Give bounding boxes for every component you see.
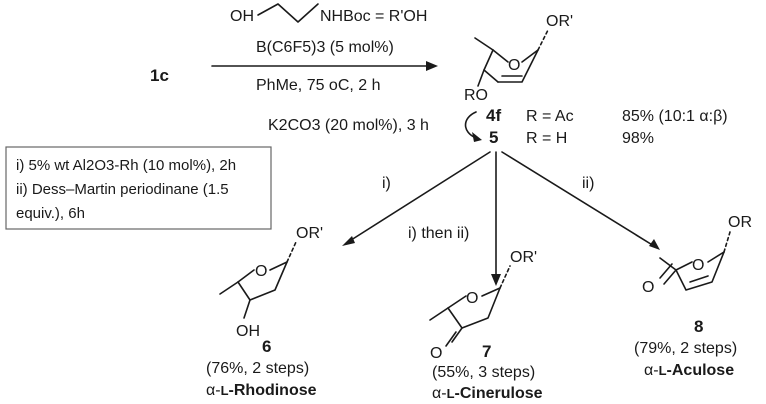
p7-ring-lower — [447, 287, 501, 329]
arrow-to-7-head — [491, 274, 501, 286]
step1-catalyst: B(C6F5)3 (5 mol%) — [256, 39, 394, 56]
c5-ring-o-bond — [492, 49, 509, 63]
p8-c5-o-bond — [675, 261, 693, 271]
p7-or: OR' — [510, 249, 537, 266]
compound-5-r-def: R = H — [526, 130, 567, 147]
p6-oh-bond — [243, 299, 251, 319]
c4-oxygen-bond — [477, 69, 485, 87]
p8-ketone-bond-2 — [659, 263, 673, 279]
p8-ring-lower — [675, 251, 725, 291]
product-8-label: 8 — [694, 317, 703, 336]
reagent-oh: OH — [230, 8, 254, 25]
compound-5-yield: 98% — [622, 130, 654, 147]
propyl-chain-bonds — [257, 3, 319, 23]
arrow-to-8-head — [649, 239, 660, 250]
c5-methyl-bond — [474, 37, 494, 51]
k2co3-arrowhead — [472, 132, 482, 142]
cinerulose-structure: O OR' O — [429, 249, 537, 362]
compound-5-label: 5 — [489, 128, 498, 147]
p6-ring-lower — [237, 261, 288, 301]
p8-o-c1-bond — [707, 251, 725, 263]
step1-arrowhead — [426, 61, 438, 71]
p7-o-c1-bond — [481, 287, 501, 297]
p8-ketone-o: O — [642, 279, 654, 296]
conditions-line-2: ii) Dess–Martin periodinane (1.5 — [16, 181, 229, 198]
p6-c5-o-bond — [237, 269, 255, 283]
p6-methyl-bond — [219, 281, 239, 295]
aculose-structure: O OR O — [642, 214, 752, 296]
product-7-yield: (55%, 3 steps) — [432, 364, 535, 381]
p7-ketone-bond — [451, 327, 463, 343]
arrow-label-middle: i) then ii) — [408, 225, 469, 242]
product-7-name: α-L-Cinerulose — [432, 385, 543, 402]
glycal-anomeric-sub: OR' — [546, 13, 573, 30]
glycal-ring-left — [483, 49, 499, 83]
p6-ring-o: O — [255, 263, 267, 280]
anomeric-wavy-bond — [537, 29, 549, 51]
p7-ring-o: O — [466, 290, 478, 307]
p6-oh: OH — [236, 323, 260, 340]
glycal-ring-lower — [497, 49, 539, 83]
p8-ring-o: O — [692, 257, 704, 274]
p6-anomeric-wavy — [286, 241, 297, 263]
alcohol-reagent: OH NHBoc = R'OH — [230, 3, 427, 25]
product-6-yield: (76%, 2 steps) — [206, 360, 309, 377]
p7-ketone-bond-2 — [445, 331, 457, 347]
reagent-equals-roh: = R'OH — [375, 8, 427, 25]
glycal-c4-sub: RO — [464, 87, 488, 104]
k2co3-conditions: K2CO3 (20 mol%), 3 h — [268, 117, 429, 134]
p8-ketone-bond — [663, 269, 677, 285]
p7-c5-o-bond — [447, 295, 467, 309]
glycal-ring-o: O — [508, 57, 520, 74]
conditions-box — [5, 146, 272, 230]
glycal-structure: O OR' RO — [464, 13, 573, 104]
conditions-line-3: equiv.), 6h — [16, 205, 85, 222]
compound-4f-r-def: R = Ac — [526, 108, 574, 125]
reagent-nhboc: NHBoc — [320, 8, 371, 25]
p8-double-bond — [689, 275, 709, 283]
p7-anomeric-wavy — [499, 265, 511, 289]
product-8-name: α-L-Aculose — [644, 362, 734, 379]
conditions-line-1: i) 5% wt Al2O3-Rh (10 mol%), 2h — [16, 157, 236, 174]
arrow-label-right: ii) — [582, 175, 594, 192]
arrow-to-6-head — [342, 236, 355, 246]
arrow-to-8 — [501, 151, 655, 247]
p8-anomeric-wavy — [723, 231, 731, 253]
compound-4f-yield: 85% (10:1 α:β) — [622, 108, 728, 125]
p7-methyl-bond — [429, 307, 449, 321]
rhodinose-structure: O OR' OH — [219, 225, 323, 340]
p8-or: OR — [728, 214, 752, 231]
product-6-label: 6 — [262, 337, 271, 356]
p6-or: OR' — [296, 225, 323, 242]
compound-1c-label: 1c — [150, 66, 169, 85]
p7-ketone-o: O — [430, 345, 442, 362]
step1-conditions: PhMe, 75 oC, 2 h — [256, 77, 381, 94]
p6-o-c1-bond — [269, 261, 288, 271]
product-7-label: 7 — [482, 342, 491, 361]
product-6-name: α-L-Rhodinose — [206, 382, 317, 399]
arrow-to-6 — [347, 151, 491, 243]
ring-o-c1-bond — [521, 49, 539, 63]
compound-4f-label: 4f — [486, 106, 501, 125]
arrow-label-left: i) — [382, 175, 391, 192]
p8-methyl-bond — [659, 257, 677, 271]
product-8-yield: (79%, 2 steps) — [634, 340, 737, 357]
